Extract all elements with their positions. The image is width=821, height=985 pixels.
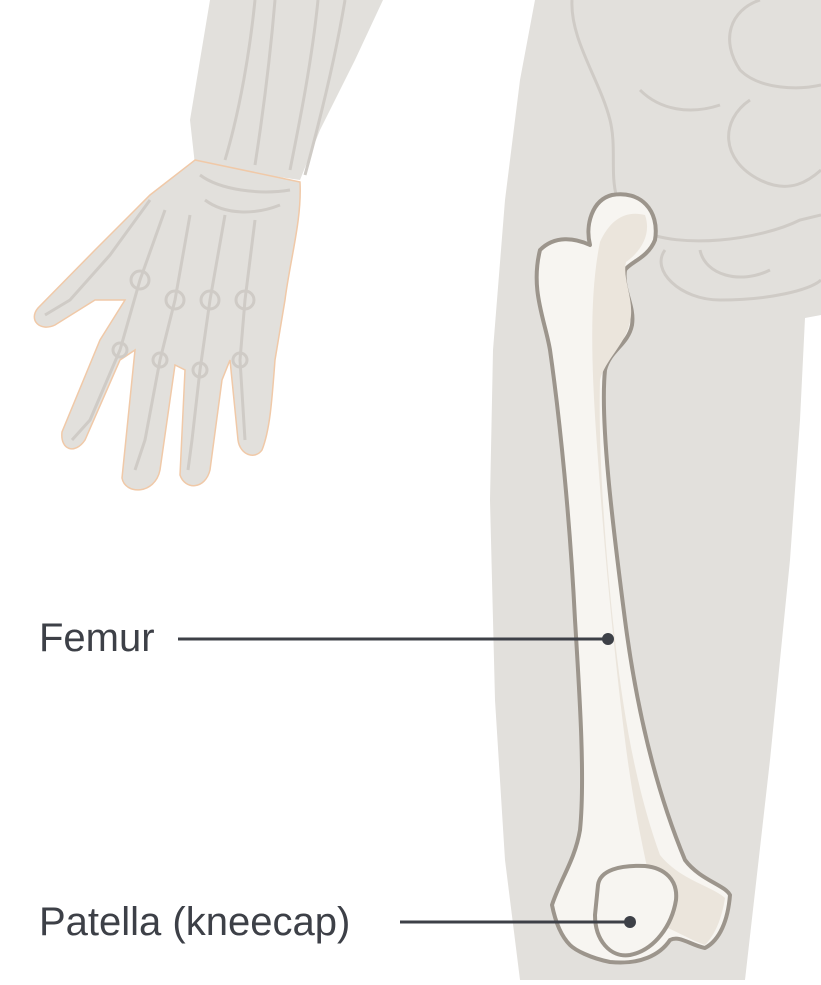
femur-bone <box>534 192 732 965</box>
patella-label: Patella (kneecap) <box>39 900 351 944</box>
hand-bones-outline <box>44 173 291 471</box>
femur-label: Femur <box>39 616 155 660</box>
femur-leader-dot <box>602 633 614 645</box>
femur-outline <box>534 192 732 965</box>
femur-shade <box>592 213 725 946</box>
patella-leader-dot <box>624 916 636 928</box>
patella-shape <box>592 863 679 958</box>
forearm-bones-outline <box>223 0 347 176</box>
forearm-silhouette <box>190 0 383 180</box>
